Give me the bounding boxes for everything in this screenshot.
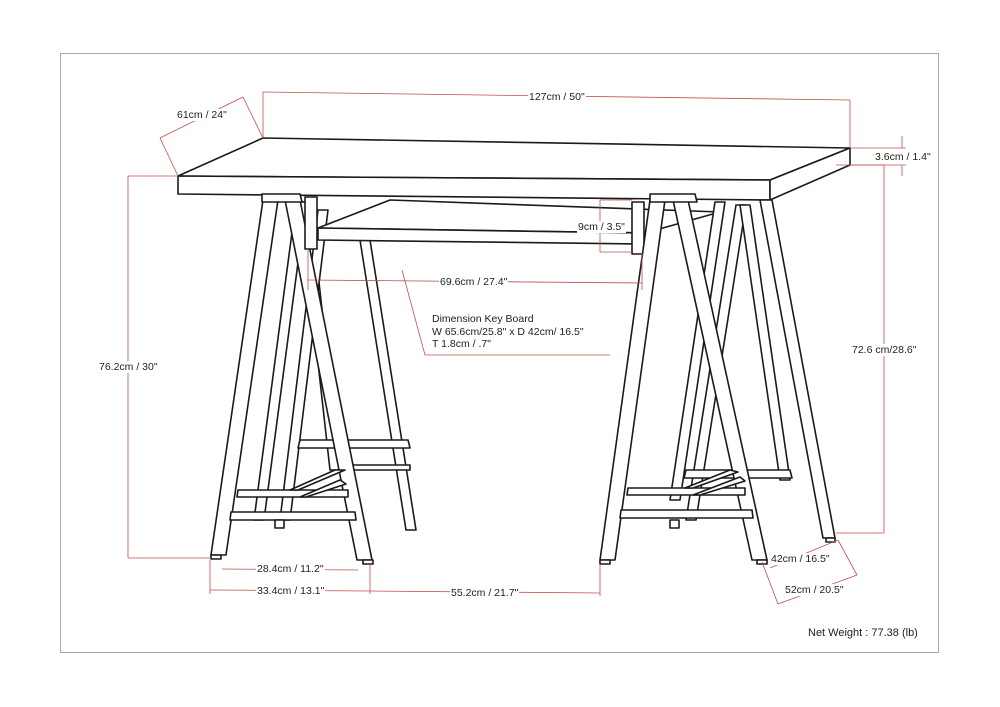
top-thickness-label: 3.6cm / 1.4" [875,151,931,163]
between-legs-label: 55.2cm / 21.7" [450,587,520,599]
clearance-height-label: 72.6 cm/28.6" [851,344,918,356]
leg-outer-spread-label: 33.4cm / 13.1" [256,585,326,597]
keyboard-clearance-label: 69.6cm / 27.4" [439,276,509,288]
overall-height-label: 76.2cm / 30" [98,361,159,373]
leg-depth-outer-label: 52cm / 20.5" [784,584,845,596]
width-label: 127cm / 50" [528,91,586,103]
drawing-frame [60,53,939,653]
depth-label: 61cm / 24" [176,109,228,121]
keyboard-note-thickness: T 1.8cm / .7" [432,338,491,350]
apron-height-label: 9cm / 3.5" [577,221,626,233]
keyboard-note-width-depth: W 65.6cm/25.8" x D 42cm/ 16.5" [432,325,584,338]
leg-depth-inner-label: 42cm / 16.5" [770,553,831,565]
keyboard-note-title: Dimension Key Board [432,313,534,325]
keyboard-dimension-note: Dimension Key Board W 65.6cm/25.8" x D 4… [432,313,584,351]
net-weight: Net Weight : 77.38 (lb) [808,627,918,639]
desktop-top-surface [177,137,851,181]
desk-outline [177,137,851,565]
leg-inner-spread-label: 28.4cm / 11.2" [256,563,325,575]
